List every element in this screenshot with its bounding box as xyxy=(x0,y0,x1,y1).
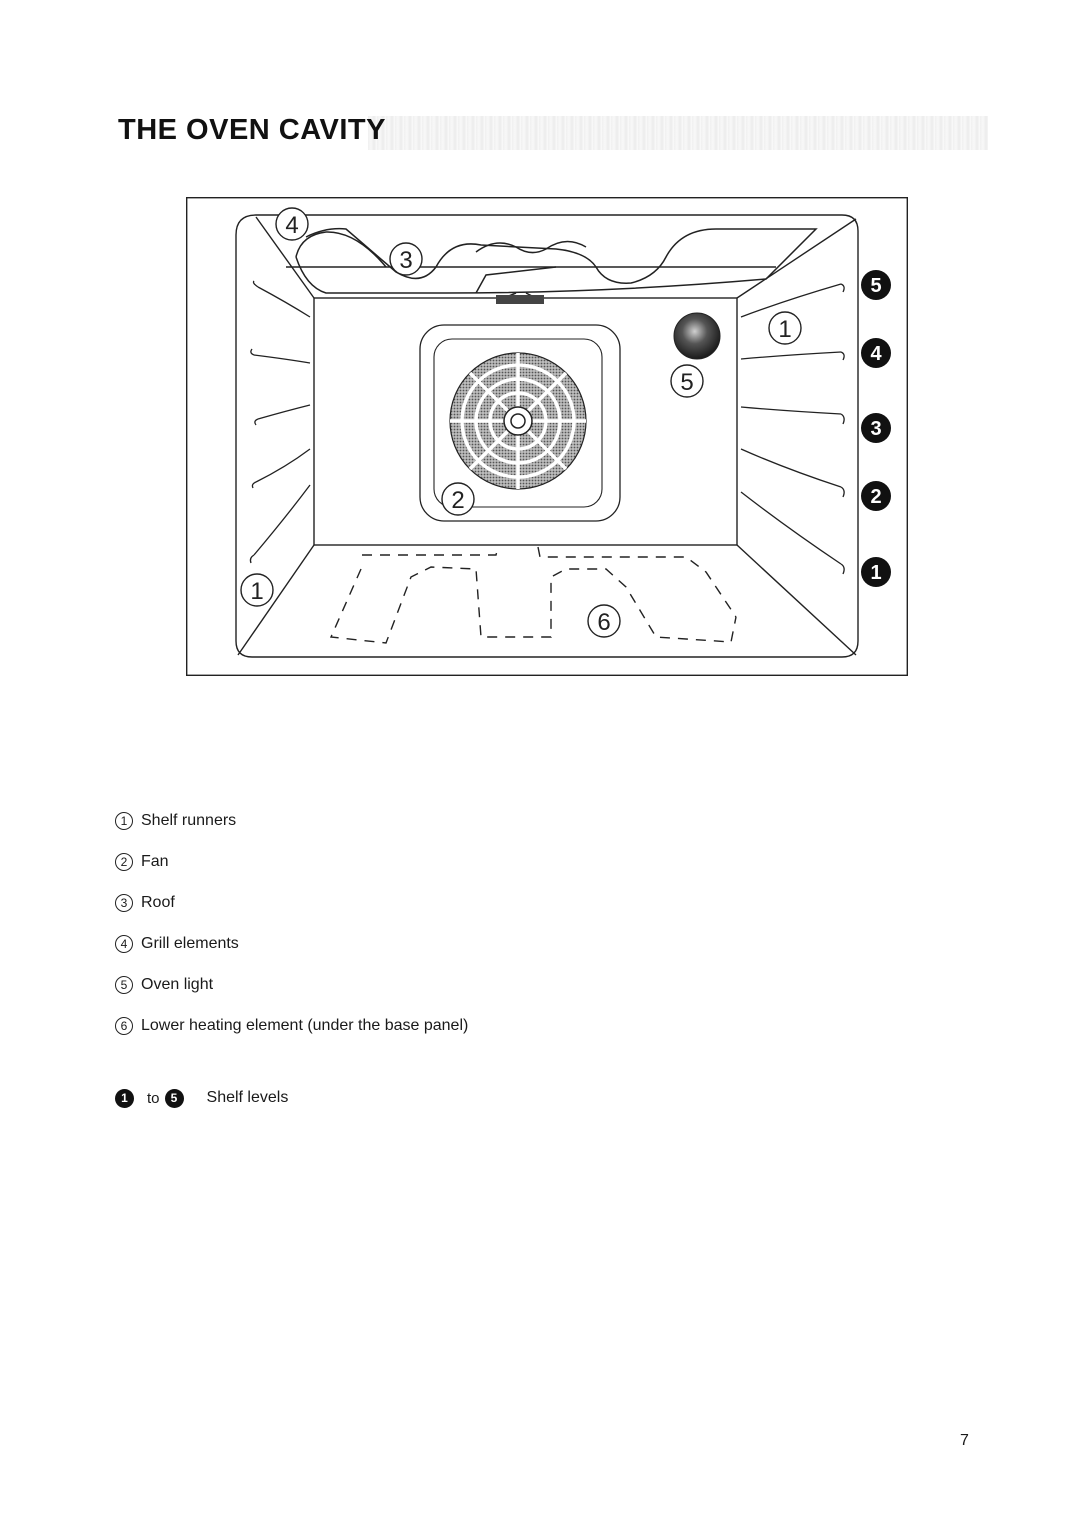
legend-number: 6 xyxy=(115,1017,133,1035)
svg-text:6: 6 xyxy=(597,609,610,636)
svg-text:5: 5 xyxy=(680,369,693,396)
legend-number: 3 xyxy=(115,894,133,912)
page-number: 7 xyxy=(960,1432,969,1449)
shelf-level-1: 1 xyxy=(861,557,891,587)
svg-text:1: 1 xyxy=(250,578,263,605)
callout-1-left: 1 xyxy=(240,573,274,607)
callout-5: 5 xyxy=(670,364,704,398)
svg-text:3: 3 xyxy=(870,418,881,440)
oven-light-lamp xyxy=(673,312,721,360)
callout-3: 3 xyxy=(389,242,423,276)
svg-text:2: 2 xyxy=(451,487,464,514)
shelf-level-4: 4 xyxy=(861,338,891,368)
shelf-runners xyxy=(249,280,845,575)
shelf-level-3: 3 xyxy=(861,413,891,443)
legend-number: 4 xyxy=(115,935,133,953)
title-decoration-band xyxy=(368,116,988,150)
shelf-levels-legend: 1 to 5 Shelf levels xyxy=(115,1087,288,1109)
shelf-level-markers: 5 4 3 2 1 xyxy=(861,270,891,587)
shelf-to-badge: 5 xyxy=(164,1088,184,1108)
shelf-levels-text: Shelf levels xyxy=(206,1089,289,1106)
legend-item-grill-elements: 4 Grill elements xyxy=(115,933,239,955)
legend-text: Shelf runners xyxy=(141,812,237,829)
svg-text:4: 4 xyxy=(285,212,298,239)
svg-text:1: 1 xyxy=(870,562,881,584)
legend-item-roof: 3 Roof xyxy=(115,892,175,914)
legend-item-oven-light: 5 Oven light xyxy=(115,974,213,996)
oven-cavity-diagram: 4 3 1 5 2 1 6 5 4 3 2 1 xyxy=(186,197,908,676)
shelf-level-5: 5 xyxy=(861,270,891,300)
page-title: THE OVEN CAVITY xyxy=(118,114,386,146)
legend-text: Grill elements xyxy=(141,935,239,952)
svg-text:4: 4 xyxy=(870,343,882,365)
legend-item-fan: 2 Fan xyxy=(115,851,169,873)
legend-text: Lower heating element (under the base pa… xyxy=(141,1017,469,1034)
legend-item-lower-heating-element: 6 Lower heating element (under the base … xyxy=(115,1015,468,1037)
callout-2: 2 xyxy=(441,482,475,516)
fan-assembly xyxy=(419,324,621,522)
shelf-level-2: 2 xyxy=(861,481,891,511)
grill-elements xyxy=(286,227,818,299)
svg-text:1: 1 xyxy=(778,316,791,343)
shelf-to-word: to xyxy=(147,1089,160,1107)
legend-number: 2 xyxy=(115,853,133,871)
title-area: THE OVEN CAVITY xyxy=(118,112,988,154)
callout-6: 6 xyxy=(587,604,621,638)
legend-item-shelf-runners: 1 Shelf runners xyxy=(115,810,236,832)
shelf-from-badge: 1 xyxy=(115,1088,134,1108)
legend-text: Roof xyxy=(141,894,175,911)
oven-cavity-svg: 4 3 1 5 2 1 6 5 4 3 2 1 xyxy=(186,197,908,676)
lower-heating-element xyxy=(329,546,737,644)
legend-text: Fan xyxy=(141,853,169,870)
svg-text:3: 3 xyxy=(399,247,412,274)
svg-text:2: 2 xyxy=(870,486,881,508)
callout-4: 4 xyxy=(275,207,309,241)
callout-1-right: 1 xyxy=(768,311,802,345)
legend-number: 1 xyxy=(115,812,133,830)
roof-connector xyxy=(496,295,544,304)
diagram-callouts: 4 3 1 5 2 1 6 xyxy=(240,207,802,638)
legend-number: 5 xyxy=(115,976,133,994)
legend-text: Oven light xyxy=(141,976,214,993)
svg-text:5: 5 xyxy=(870,275,881,297)
